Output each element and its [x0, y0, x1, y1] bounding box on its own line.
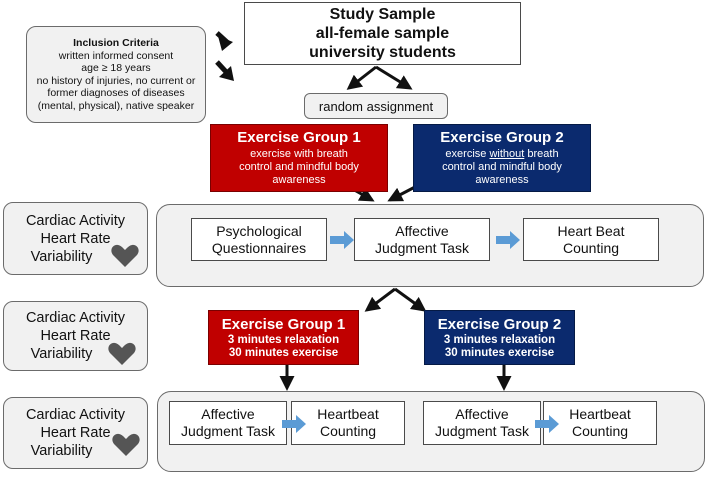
block-arrow-icon [496, 231, 520, 249]
task-label-line: Counting [562, 239, 620, 256]
cardiac-line: Cardiac Activity [25, 407, 126, 423]
split-arrow [346, 65, 413, 90]
split-arrow [364, 287, 427, 312]
group-description-line: 30 minutes exercise [228, 347, 339, 359]
block-arrow-icon [535, 415, 559, 433]
task-label-line: Affective [201, 406, 255, 422]
exercise-group-2-title: Exercise Group 2 [437, 316, 562, 333]
cardiac-line: Heart Rate [40, 425, 111, 441]
chevron-arrow-icon [215, 31, 233, 51]
exercise-group-1-session-box: Exercise Group 1 3 minutes relaxation 30… [208, 310, 359, 365]
group-description-line: control and mindful body [239, 161, 359, 173]
group-description-line: awareness [272, 174, 326, 186]
heartbeat-counting-box: Heartbeat Counting [291, 401, 405, 445]
cardiac-activity-box: Cardiac Activity Heart Rate Variability [3, 397, 148, 469]
heart-icon [111, 244, 139, 267]
task-label-line: Counting [319, 423, 377, 439]
affective-judgment-task-box: Affective Judgment Task [169, 401, 287, 445]
group-description-line: control and mindful body [442, 161, 562, 173]
heartbeat-counting-box: Heartbeat Counting [543, 401, 657, 445]
heart-icon [108, 342, 136, 365]
block-arrow-icon [282, 415, 306, 433]
merge-arrow-right [387, 185, 416, 202]
study-sample-box: Study Sample all-female sample universit… [244, 2, 521, 65]
chevron-arrow-icon [215, 60, 234, 81]
task-label-line: Judgment Task [435, 423, 529, 439]
task-label-line: Heartbeat [317, 406, 379, 422]
cardiac-line: Cardiac Activity [25, 212, 126, 229]
exercise-group-1-box: Exercise Group 1 exercise with breath co… [210, 124, 388, 192]
group-description-line: 3 minutes relaxation [443, 334, 556, 346]
exercise-group-2-session-box: Exercise Group 2 3 minutes relaxation 30… [424, 310, 575, 365]
random-assignment-label: random assignment [318, 98, 434, 114]
cardiac-line: Variability [30, 443, 93, 459]
exercise-group-2-box: Exercise Group 2 exercise without breath… [413, 124, 591, 192]
psychological-questionnaires-box: Psychological Questionnaires [191, 218, 327, 261]
cardiac-line: Heart Rate [40, 230, 111, 247]
task-label-line: Heart Beat [557, 222, 625, 239]
inclusion-line: written informed consent [58, 49, 174, 62]
cardiac-line: Cardiac Activity [25, 310, 126, 326]
heart-icon [112, 433, 140, 456]
task-label-line: Judgment Task [181, 423, 275, 439]
inclusion-criteria-box: Inclusion Criteria written informed cons… [26, 26, 206, 123]
cardiac-activity-box: Cardiac Activity Heart Rate Variability [3, 202, 148, 275]
study-sample-title: Study Sample [329, 6, 436, 23]
task-label-line: Heartbeat [569, 406, 631, 422]
task-label-line: Affective [455, 406, 509, 422]
heart-beat-counting-box: Heart Beat Counting [523, 218, 659, 261]
exercise-group-1-title: Exercise Group 1 [221, 316, 346, 333]
block-arrow-icon [330, 231, 354, 249]
task-label-line: Counting [571, 423, 629, 439]
group-description-line: awareness [475, 174, 529, 186]
inclusion-line: former diagnoses of diseases [47, 87, 185, 99]
inclusion-criteria-title: Inclusion Criteria [73, 37, 159, 49]
study-sample-line: university students [309, 44, 456, 61]
study-sample-line: all-female sample [315, 25, 450, 42]
task-label-line: Psychological [216, 222, 302, 239]
group-description-line: exercise with breath [250, 148, 348, 160]
group-description-line: exercise without breath [445, 148, 559, 160]
cardiac-line: Heart Rate [40, 328, 111, 344]
affective-judgment-task-box: Affective Judgment Task [354, 218, 490, 261]
exercise-group-1-title: Exercise Group 1 [237, 129, 361, 146]
task-label-line: Judgment Task [375, 239, 469, 256]
task-label-line: Questionnaires [211, 239, 307, 256]
inclusion-line: no history of injuries, no current or [36, 74, 196, 87]
inclusion-line: (mental, physical), native speaker [37, 99, 195, 112]
affective-judgment-task-box: Affective Judgment Task [423, 401, 541, 445]
cardiac-line: Variability [30, 248, 93, 265]
task-label-line: Affective [395, 222, 449, 239]
group-description-line: 30 minutes exercise [444, 347, 555, 359]
group-description-line: 3 minutes relaxation [227, 334, 340, 346]
cardiac-line: Variability [30, 346, 93, 362]
random-assignment-box: random assignment [304, 93, 448, 119]
inclusion-line: age ≥ 18 years [81, 62, 151, 74]
exercise-group-2-title: Exercise Group 2 [440, 129, 564, 146]
